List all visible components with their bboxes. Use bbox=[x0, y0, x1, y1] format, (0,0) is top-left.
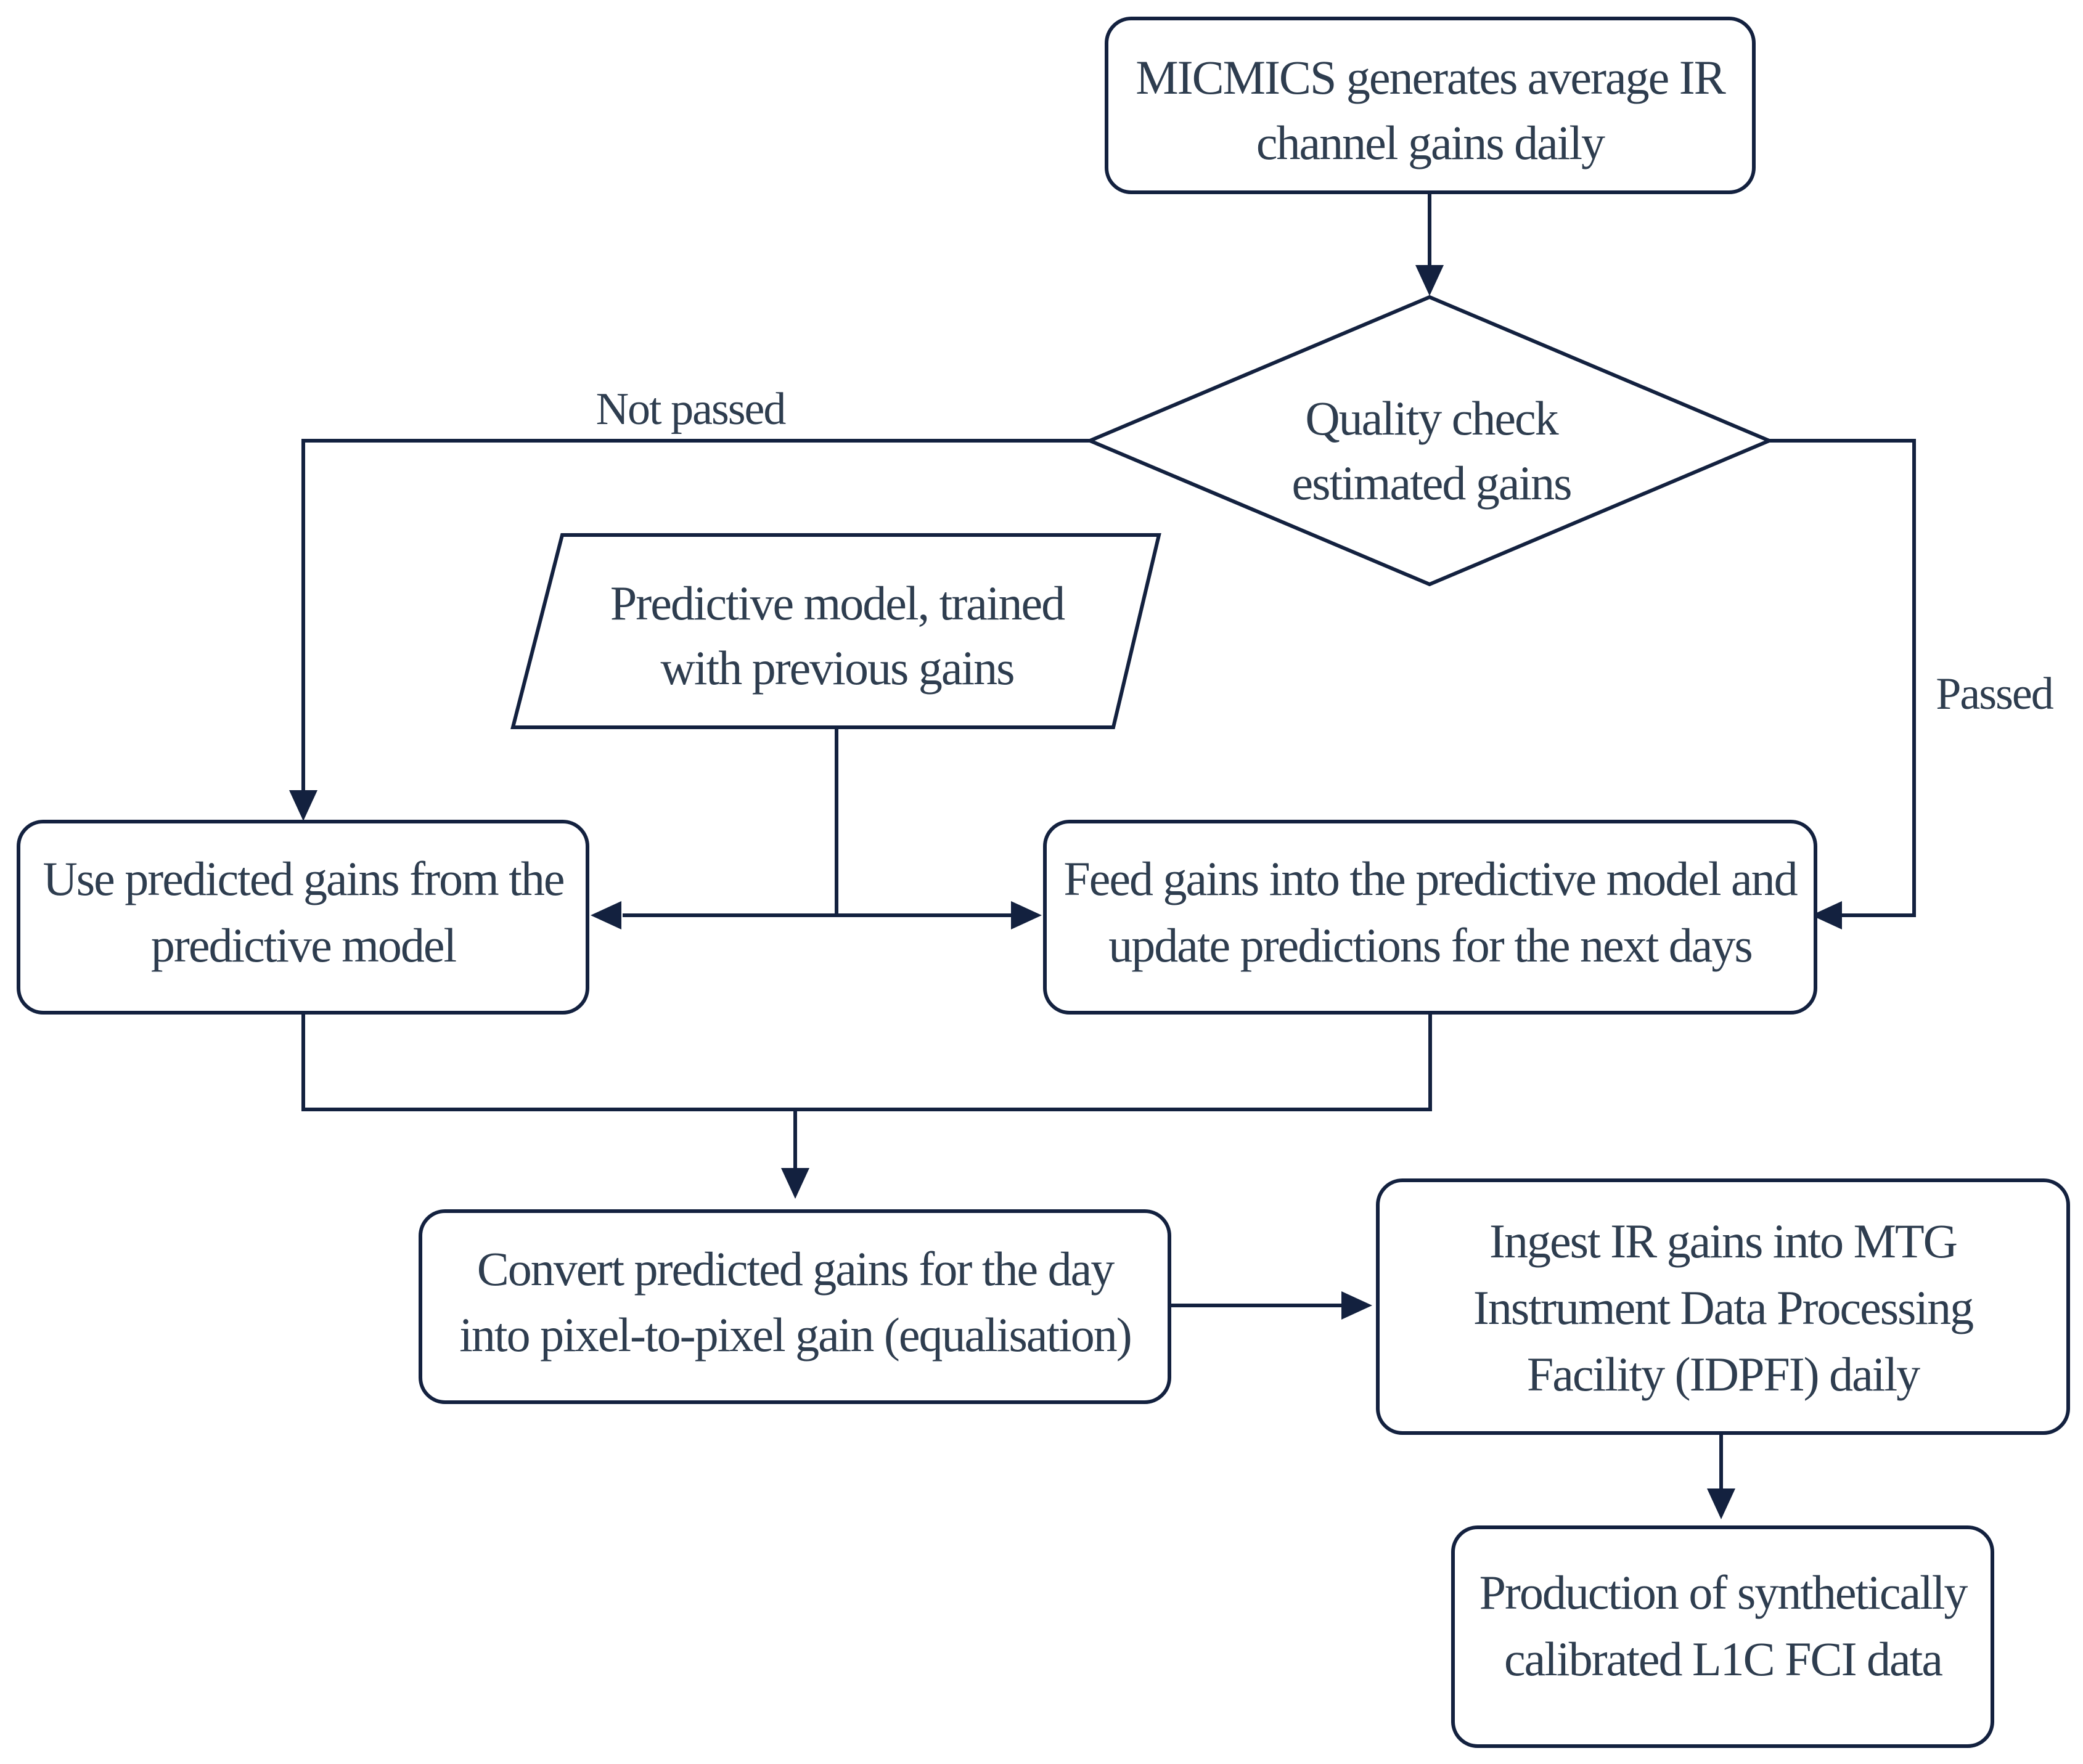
arrowhead-down bbox=[289, 790, 317, 821]
node-micmics-box bbox=[1105, 17, 1756, 194]
node-predictive-model: Predictive model, trained with previous … bbox=[510, 533, 1161, 729]
node-micmics-line1: MICMICS generates average IR bbox=[1136, 51, 1725, 104]
node-quality-check: Quality check estimated gains bbox=[1085, 295, 1774, 587]
arrowhead-right bbox=[1341, 1291, 1372, 1320]
node-ingest-box bbox=[1376, 1178, 2070, 1435]
node-feed-gains-box bbox=[1043, 820, 1817, 1015]
edge-label-not-passed: Not passed bbox=[596, 384, 787, 435]
edge-not-passed bbox=[301, 439, 1090, 795]
node-use-predicted-line2: predictive model bbox=[151, 918, 457, 972]
node-use-predicted-line1: Use predicted gains from the bbox=[43, 852, 563, 905]
node-feed-gains-line2: update predictions for the next days bbox=[1108, 918, 1752, 972]
node-production-box bbox=[1451, 1525, 1994, 1748]
node-feed-gains-line1: Feed gains into the predictive model and bbox=[1063, 852, 1798, 905]
node-convert: Convert predicted gains for the day into… bbox=[419, 1209, 1171, 1404]
node-ingest-line2: Instrument Data Processing bbox=[1473, 1281, 1973, 1334]
node-quality-check-diamond bbox=[1085, 295, 1774, 587]
edge-passed bbox=[1769, 439, 1916, 917]
node-production: Production of synthetically calibrated L… bbox=[1451, 1525, 1994, 1748]
node-predictive-model-line1: Predictive model, trained bbox=[610, 576, 1065, 630]
arrowhead-right bbox=[1011, 901, 1042, 929]
node-use-predicted: Use predicted gains from the predictive … bbox=[17, 820, 589, 1015]
arrowhead-left bbox=[1811, 901, 1842, 929]
node-micmics-line2: channel gains daily bbox=[1256, 116, 1605, 169]
arrowhead-down bbox=[1707, 1488, 1735, 1519]
edge-label-passed: Passed bbox=[1936, 669, 2053, 719]
arrowhead-left bbox=[591, 901, 621, 929]
node-predictive-model-parallelogram bbox=[510, 533, 1161, 729]
node-use-predicted-box bbox=[17, 820, 589, 1015]
node-ingest-line1: Ingest IR gains into MTG bbox=[1489, 1214, 1957, 1268]
node-ingest-line3: Facility (IDPFI) daily bbox=[1527, 1347, 1920, 1401]
node-convert-box bbox=[419, 1209, 1171, 1404]
arrowhead-down bbox=[1415, 265, 1444, 296]
arrowhead-down bbox=[781, 1168, 809, 1199]
node-convert-line2: into pixel-to-pixel gain (equalisation) bbox=[459, 1308, 1131, 1362]
node-quality-check-line2: estimated gains bbox=[1291, 456, 1571, 510]
edge-merge-to-convert bbox=[301, 1014, 1432, 1111]
node-predictive-model-line2: with previous gains bbox=[661, 641, 1014, 695]
node-production-line1: Production of synthetically bbox=[1479, 1566, 1968, 1619]
node-quality-check-line1: Quality check bbox=[1305, 391, 1558, 445]
node-ingest: Ingest IR gains into MTG Instrument Data… bbox=[1376, 1178, 2070, 1435]
node-convert-line1: Convert predicted gains for the day bbox=[477, 1242, 1115, 1296]
node-feed-gains: Feed gains into the predictive model and… bbox=[1043, 820, 1817, 1015]
node-micmics: MICMICS generates average IR channel gai… bbox=[1105, 17, 1756, 194]
node-production-line2: calibrated L1C FCI data bbox=[1504, 1632, 1942, 1686]
